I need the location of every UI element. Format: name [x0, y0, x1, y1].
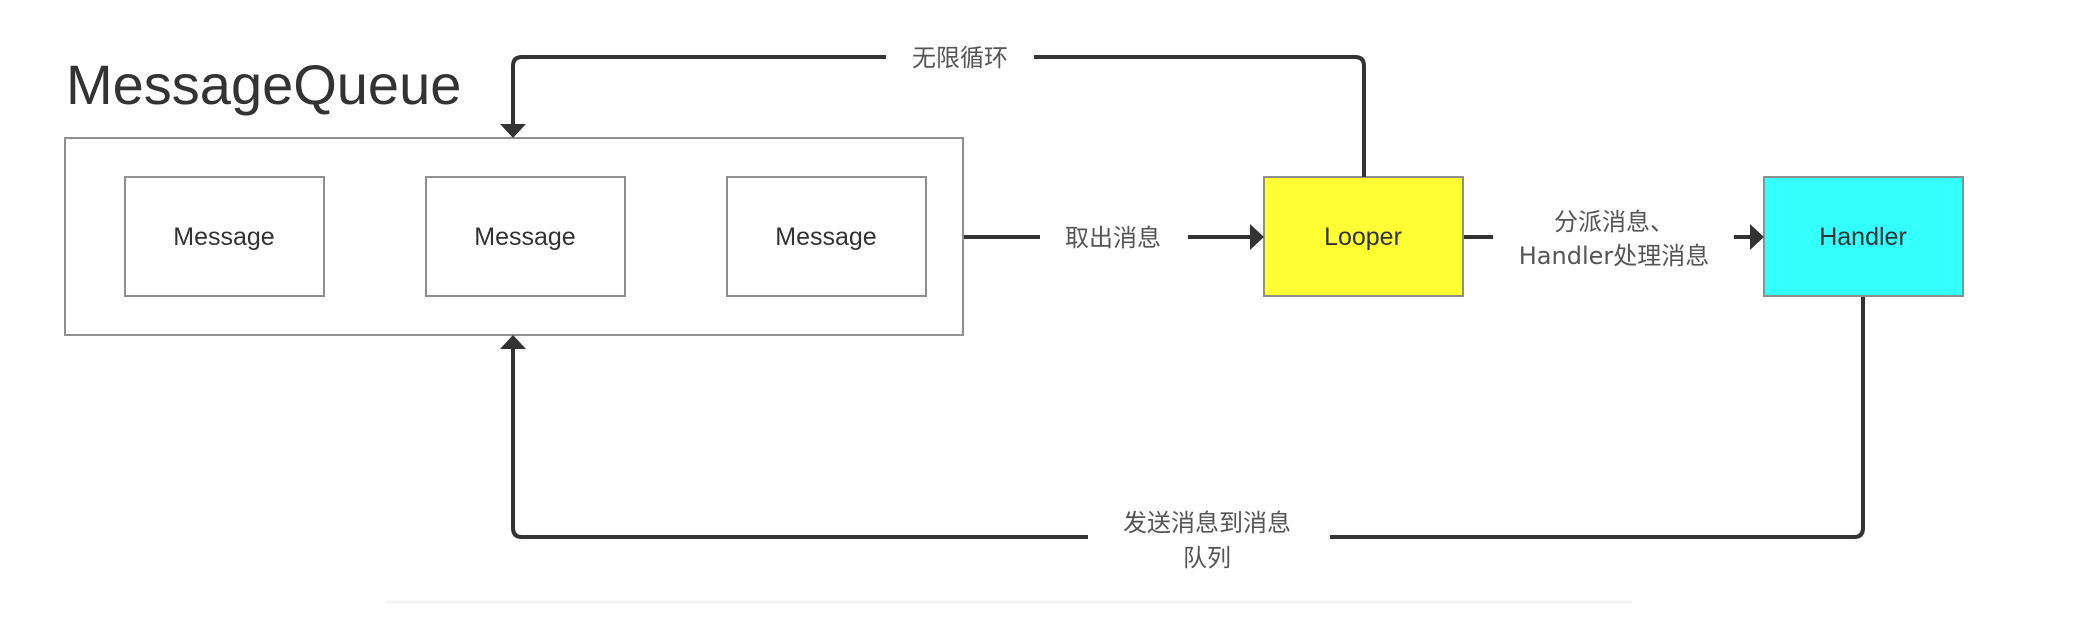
arrow-up-icon [500, 335, 526, 349]
send-connector-right [1330, 297, 1865, 539]
looper-label: Looper [1324, 223, 1402, 251]
arrow-right-icon [1750, 224, 1764, 250]
dispatch-edge: 分派消息、 Handler处理消息 [1464, 208, 1764, 270]
loop-connector-left [511, 55, 886, 126]
message-box-3[interactable] [726, 176, 927, 297]
message-node[interactable]: Message [425, 176, 626, 297]
looper-node[interactable]: Looper [1263, 176, 1464, 297]
take-edge-label: 取出消息 [1065, 224, 1161, 252]
looper-box[interactable] [1263, 176, 1464, 297]
send-connector-left [511, 348, 1088, 539]
loop-connector-right [1034, 55, 1366, 177]
message-label: Message [173, 223, 274, 251]
dispatch-edge-label-line1: 分派消息、 [1554, 208, 1674, 236]
dispatch-edge-label-line2: Handler处理消息 [1519, 242, 1710, 270]
message-node[interactable]: Message [726, 176, 927, 297]
loop-edge-label: 无限循环 [912, 44, 1008, 72]
handler-box[interactable] [1763, 176, 1964, 297]
loop-edge: 无限循环 [500, 44, 1366, 177]
take-edge: 取出消息 [964, 224, 1264, 252]
send-edge-label-line2: 队列 [1183, 544, 1231, 572]
send-edge: 发送消息到消息 队列 [500, 297, 1865, 572]
handler-label: Handler [1819, 223, 1907, 251]
handler-node[interactable]: Handler [1763, 176, 1964, 297]
message-node[interactable]: Message [124, 176, 325, 297]
arrow-right-icon [1250, 224, 1264, 250]
message-label: Message [474, 223, 575, 251]
message-queue-title: MessageQueue [66, 53, 461, 116]
message-box-1[interactable] [124, 176, 325, 297]
message-label: Message [775, 223, 876, 251]
arrow-down-icon [500, 124, 526, 138]
message-box-2[interactable] [425, 176, 626, 297]
send-edge-label-line1: 发送消息到消息 [1123, 509, 1291, 537]
